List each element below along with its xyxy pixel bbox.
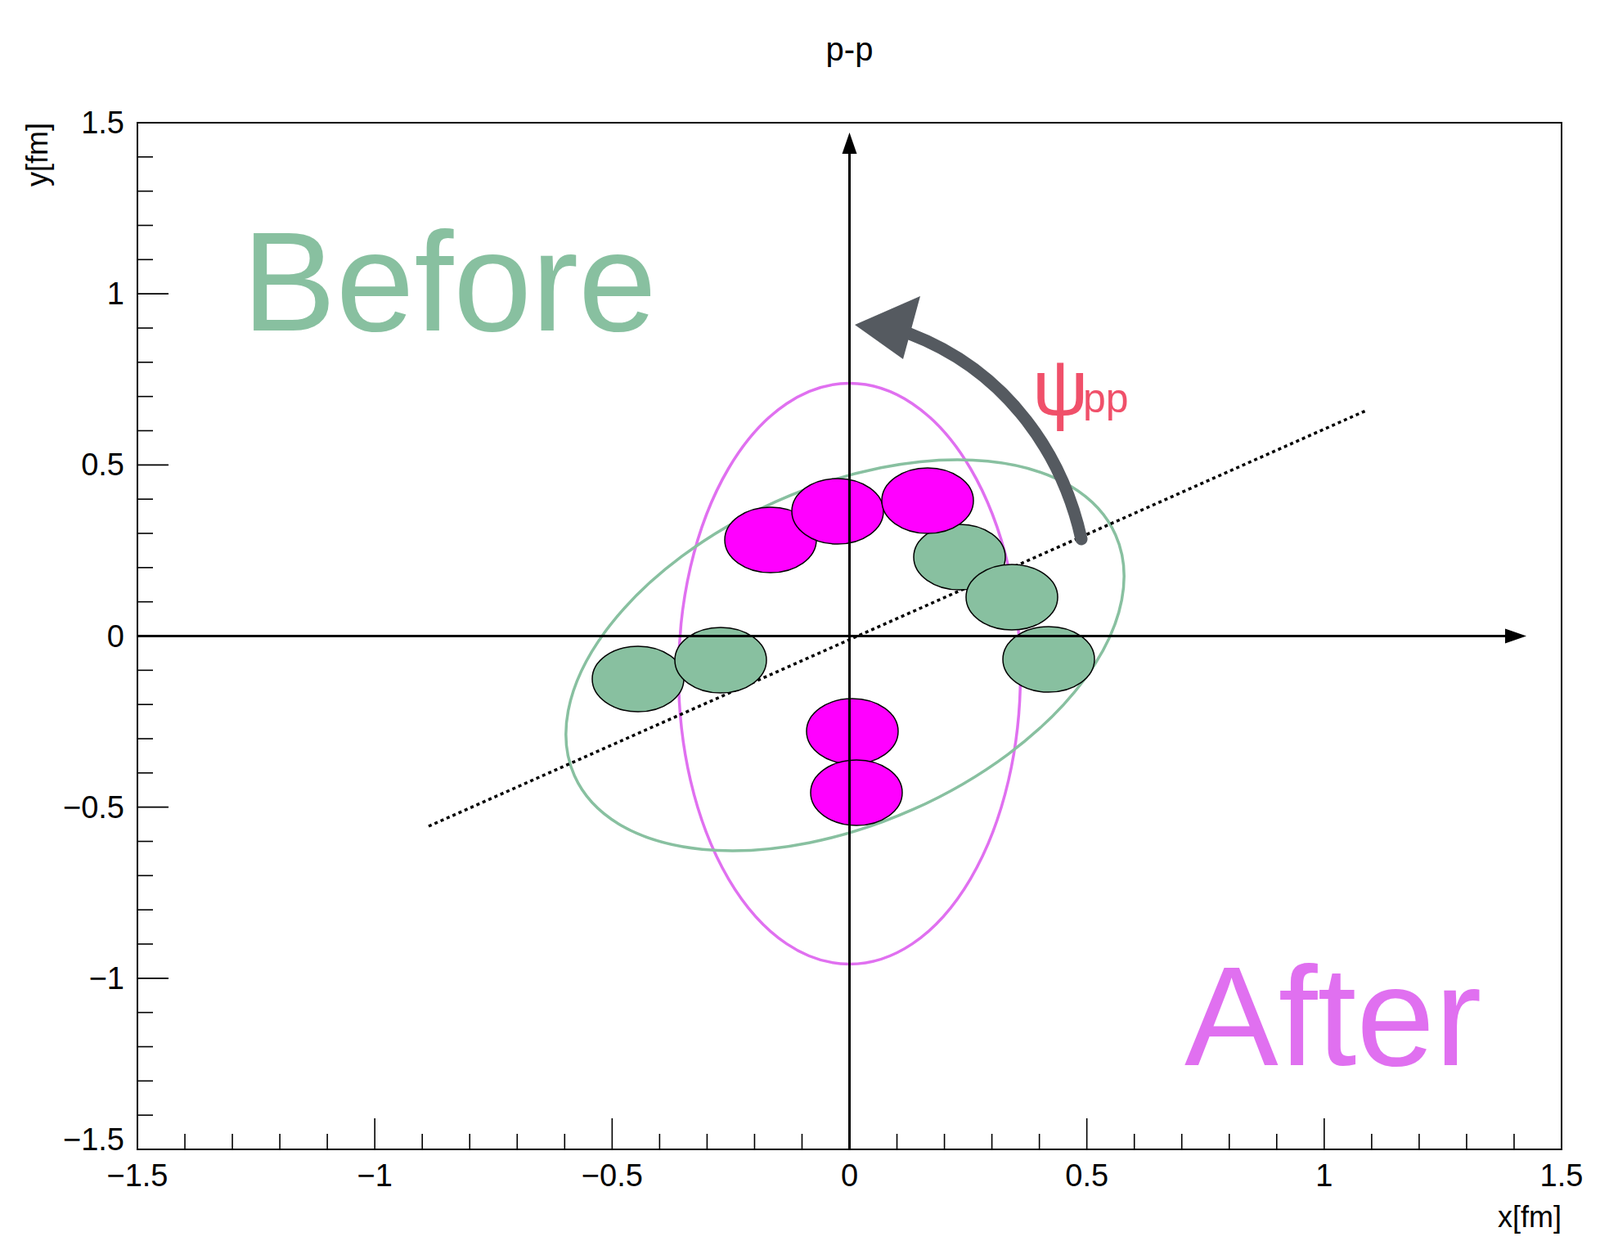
y-tick-label: −0.5 bbox=[62, 791, 125, 823]
x-tick-label: 1.5 bbox=[1540, 1159, 1584, 1192]
y-tick-label: 0.5 bbox=[80, 449, 125, 481]
y-tick-label: −1 bbox=[89, 962, 125, 994]
x-tick-label: −0.5 bbox=[581, 1159, 643, 1192]
plot-frame bbox=[137, 122, 1562, 1150]
before-partons bbox=[592, 524, 1095, 712]
before-label: Before bbox=[242, 211, 657, 352]
coordinate-axes bbox=[137, 132, 1527, 1150]
axis-ticks bbox=[137, 122, 1562, 1150]
after-label: After bbox=[1184, 945, 1482, 1087]
before-ellipse bbox=[506, 381, 1185, 931]
psi-subscript: pp bbox=[1083, 377, 1129, 419]
x-tick-label: −1.5 bbox=[106, 1159, 168, 1192]
x-axis-title: x[fm] bbox=[1497, 1202, 1562, 1232]
psi-symbol: ψ bbox=[1032, 348, 1088, 427]
y-tick-label: 0 bbox=[107, 620, 125, 652]
y-tick-label: 1 bbox=[107, 278, 125, 310]
y-axis-title: y[fm] bbox=[22, 122, 53, 187]
event-plane-line bbox=[428, 409, 1368, 827]
y-tick-label: −1.5 bbox=[62, 1123, 125, 1156]
x-tick-label: 0 bbox=[840, 1159, 859, 1192]
y-tick-label: 1.5 bbox=[80, 107, 125, 139]
x-tick-label: 1 bbox=[1315, 1159, 1333, 1192]
x-tick-label: 0.5 bbox=[1065, 1159, 1109, 1192]
plot-title: p-p bbox=[826, 32, 874, 66]
x-tick-label: −1 bbox=[356, 1159, 392, 1192]
